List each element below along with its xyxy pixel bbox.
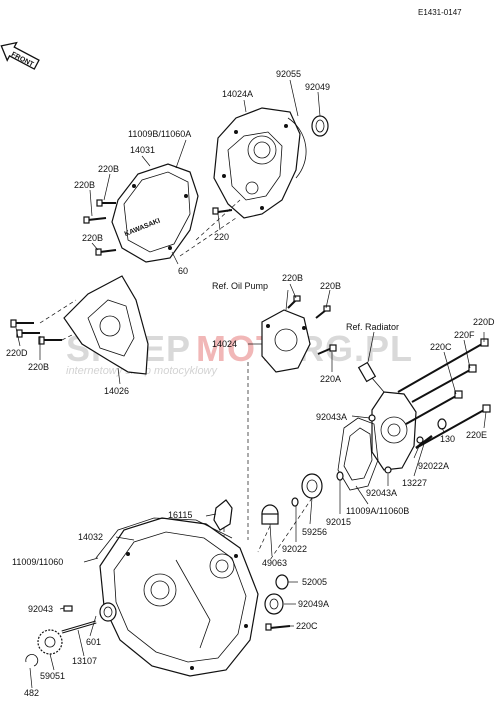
crankcase-cover-14032	[99, 517, 259, 677]
gasket-92055	[287, 117, 307, 179]
label-220-1: 220	[214, 232, 229, 242]
label-220b-6: 220B	[28, 362, 49, 372]
label-52005: 52005	[302, 577, 327, 587]
bolt-220b-1	[96, 199, 116, 207]
clutch-cover-14024a	[213, 107, 301, 219]
washer-92022a	[416, 436, 424, 444]
bolt-220b-2	[83, 216, 107, 224]
pin-92043	[63, 605, 73, 612]
label-220d-right: 220D	[473, 317, 495, 327]
seal-601	[99, 602, 117, 622]
bolt-220b-7	[38, 336, 62, 345]
bolt-220b-6	[16, 329, 40, 338]
watermark-right: RG.PL	[298, 328, 413, 369]
label-92022a: 92022A	[418, 461, 449, 471]
bolt-220b-4	[287, 295, 301, 309]
bolt-220b-5	[315, 305, 331, 319]
label-59051: 59051	[40, 671, 65, 681]
label-13107: 13107	[72, 656, 97, 666]
pump-cover-14024	[261, 309, 311, 373]
o-ring-92043a-2	[384, 466, 392, 474]
label-130: 130	[440, 434, 455, 444]
washer-92015	[336, 471, 344, 481]
shaft-13227	[415, 435, 433, 449]
label-220b-2: 220B	[74, 180, 95, 190]
seal-59256	[301, 473, 323, 499]
gasket-11009	[95, 517, 233, 559]
leader-lines	[15, 79, 487, 689]
ref-oil-pump: Ref. Oil Pump	[212, 281, 268, 291]
label-14024a: 14024A	[222, 89, 253, 99]
cap-49063	[261, 504, 279, 525]
water-pump-cover	[371, 391, 417, 471]
label-601: 601	[86, 637, 101, 647]
label-220a: 220A	[320, 374, 341, 384]
label-14032: 14032	[78, 532, 103, 542]
label-220b-1: 220B	[98, 164, 119, 174]
label-14026: 14026	[104, 386, 129, 396]
label-220c-2: 220C	[296, 621, 318, 631]
label-92043a-2: 92043A	[366, 488, 397, 498]
label-220b-4: 220B	[282, 273, 303, 283]
bolt-220a	[317, 344, 337, 355]
label-92049: 92049	[305, 82, 330, 92]
bolt-220	[212, 207, 233, 215]
label-220e: 220E	[466, 430, 487, 440]
bolt-220e	[415, 404, 491, 449]
label-16115: 16115	[168, 510, 192, 520]
label-14024: 14024	[212, 339, 237, 349]
circlip-482	[25, 654, 39, 667]
label-49063: 49063	[262, 558, 287, 568]
label-11009b: 11009B/11060A	[128, 129, 191, 139]
label-92022: 92022	[282, 544, 307, 554]
seal-92049a	[264, 593, 284, 615]
label-92049a: 92049A	[298, 599, 329, 609]
bolt-220c-2	[265, 623, 291, 631]
bolt-220c-1	[405, 390, 463, 425]
diagram-code: E1431-0147	[418, 8, 462, 17]
gear-59051	[37, 629, 63, 655]
label-220b-3: 220B	[82, 233, 103, 243]
label-220b-5: 220B	[320, 281, 341, 291]
shaft-13107	[61, 620, 97, 634]
label-220f: 220F	[454, 330, 475, 340]
label-92043a-1: 92043A	[316, 412, 347, 422]
chain-guard-14026	[63, 275, 149, 375]
radiator-fitting	[357, 361, 385, 393]
bolt-130	[437, 418, 447, 430]
magneto-cover-14031: KAWASAKI	[111, 163, 199, 263]
bolt-220f	[411, 364, 477, 403]
label-60: 60	[178, 266, 188, 276]
bolt-220d-left	[10, 319, 34, 328]
label-59256: 59256	[302, 527, 327, 537]
oil-seal-92049	[311, 115, 329, 137]
label-14031: 14031	[130, 145, 155, 155]
label-92043: 92043	[28, 604, 53, 614]
label-11009a: 11009A/11060B	[346, 506, 409, 516]
washer-92022	[291, 497, 299, 507]
label-482: 482	[24, 688, 39, 698]
seal-52005	[275, 574, 289, 590]
label-11009: 11009/11060	[12, 557, 63, 567]
front-arrow-icon: FRONT	[0, 41, 40, 70]
oil-filler-16115	[213, 499, 233, 531]
bolt-220b-3	[95, 248, 117, 256]
part-labels: 92055 92049 14024A 11009B/11060A 14031 2…	[6, 69, 495, 698]
bolt-220d-right	[397, 338, 489, 393]
label-92055: 92055	[276, 69, 301, 79]
label-220d-left: 220D	[6, 348, 28, 358]
label-13227: 13227	[402, 478, 427, 488]
ref-radiator: Ref. Radiator	[346, 322, 399, 332]
label-92015: 92015	[326, 517, 351, 527]
label-220c-1: 220C	[430, 342, 452, 352]
